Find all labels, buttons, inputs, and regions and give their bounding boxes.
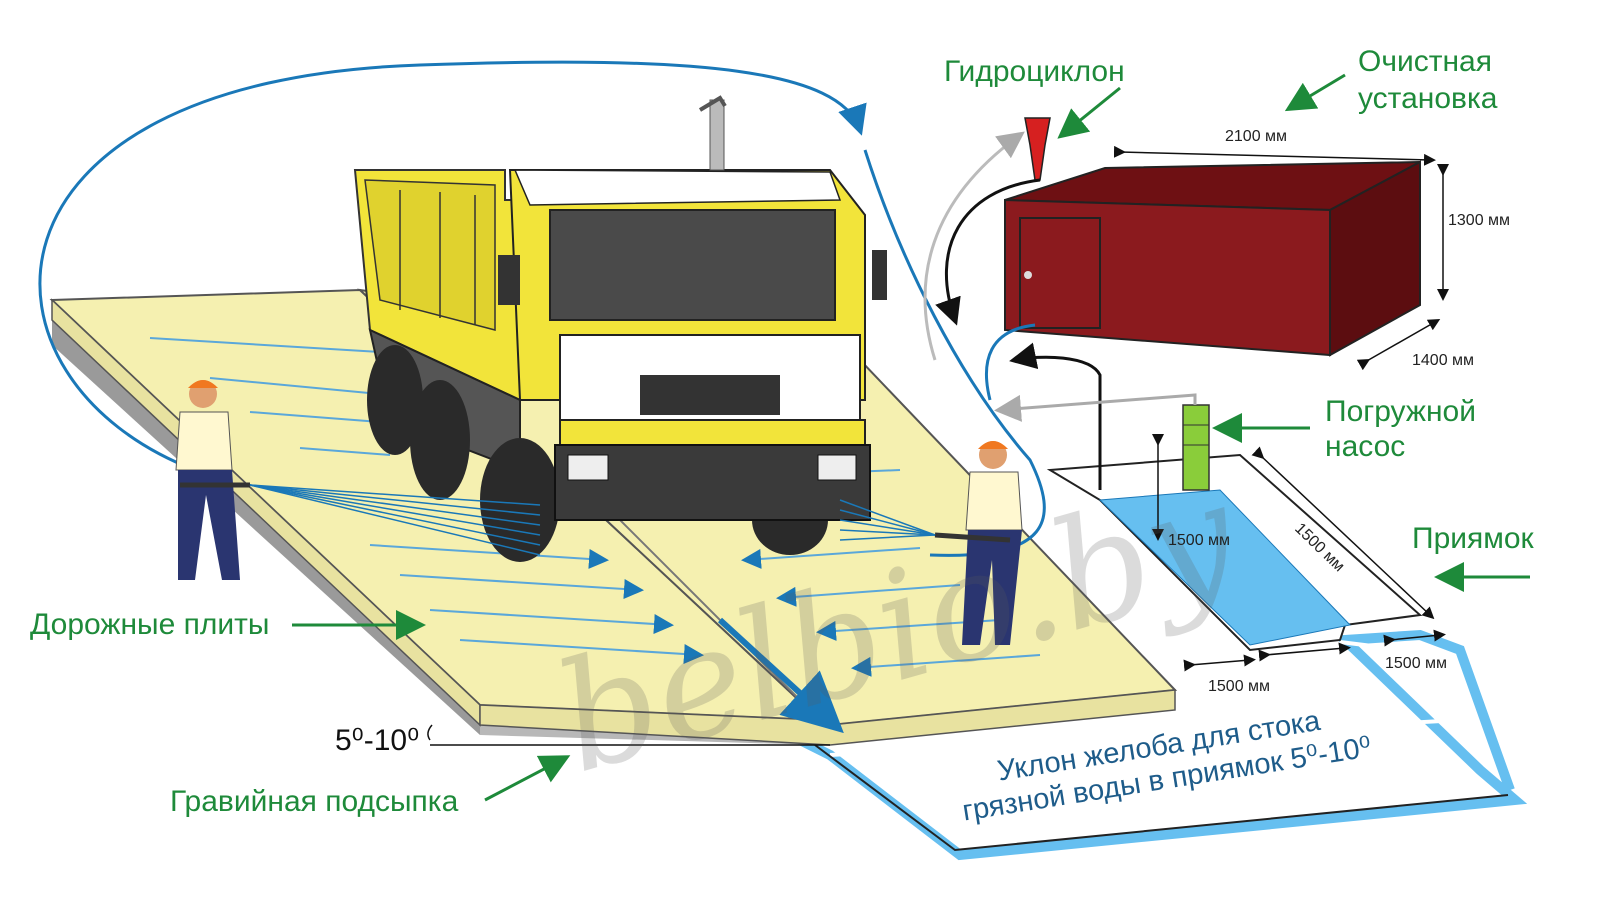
dim-box-length: 2100 мм — [1225, 128, 1288, 145]
dim-box-height: 1300 мм — [1448, 212, 1511, 229]
submersible-pump — [1182, 404, 1210, 491]
chute-flow-arrow — [717, 617, 844, 734]
worker-left — [175, 380, 250, 580]
dim-channel-width-right: 1500 мм — [1385, 655, 1448, 672]
dim-pit-depth: 1500 мм — [1168, 532, 1231, 549]
dim-box-depth: 1400 мм — [1412, 352, 1475, 369]
spray-left — [249, 484, 541, 556]
dim-channel-width-left: 1500 мм — [1208, 678, 1271, 695]
label-arrows — [292, 73, 1530, 802]
flow-arrows — [149, 337, 1041, 677]
pump-label-line2: насос — [1325, 430, 1406, 463]
hydrocyclone-label: Гидроциклон — [944, 55, 1125, 88]
pump-label-line1: Погружной — [1325, 395, 1476, 428]
spray-right — [839, 499, 936, 541]
treatment-unit-box — [1004, 160, 1421, 357]
drain-channel — [797, 629, 1528, 861]
hydrocyclone-unit — [1024, 117, 1051, 181]
worker-right — [934, 441, 1023, 645]
treatment-unit-label-line1: Очистная — [1358, 45, 1492, 78]
dump-truck — [353, 95, 887, 562]
gravel-label: Гравийная подсыпка — [170, 785, 459, 818]
pit-label: Приямок — [1412, 522, 1534, 555]
water-lines — [38, 60, 1197, 557]
road-slabs-label: Дорожные плиты — [30, 608, 270, 641]
treatment-unit-label-line2: установка — [1358, 82, 1498, 115]
dimension-lines — [427, 145, 1449, 746]
slope-angle-label: 5⁰-10⁰ — [335, 724, 420, 757]
